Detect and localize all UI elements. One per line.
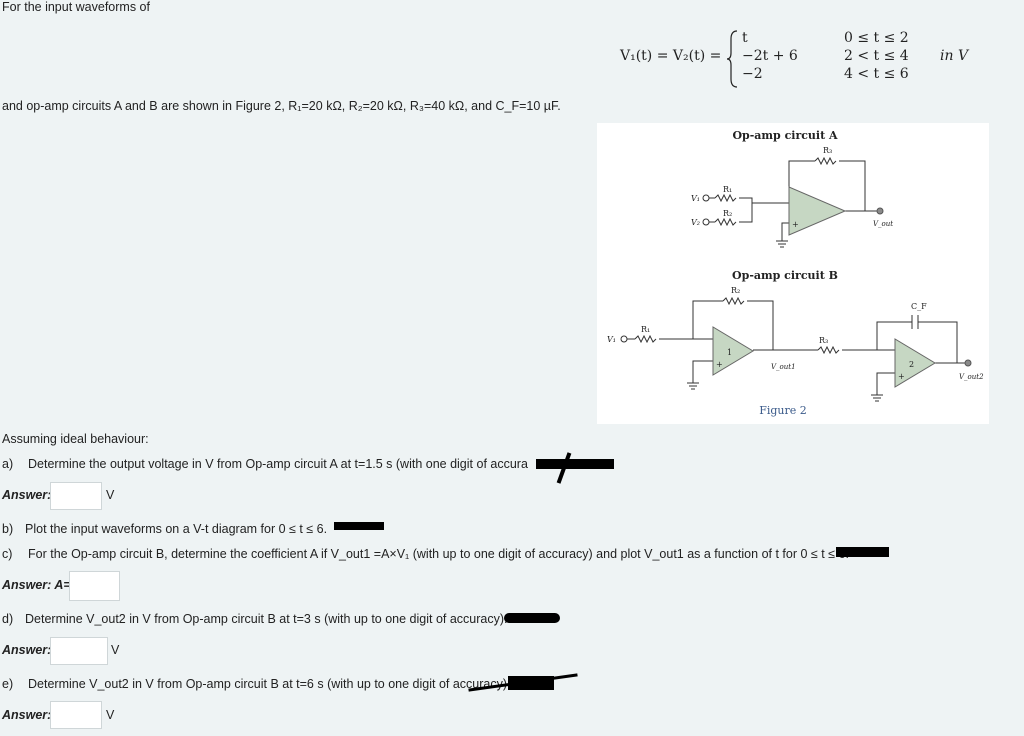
resistor-r1-a [714,193,737,203]
answer-a-label: Answer: [2,488,52,502]
intro-text: For the input waveforms of [2,0,150,14]
question-d-label: d) [2,612,14,626]
equation-case-2: −2t + 6 [742,48,798,64]
answer-e-unit: V [106,708,115,722]
label-v2-a: V₂ [691,218,700,227]
label-r2-a: R₂ [723,209,732,218]
answer-a-input[interactable] [50,482,102,510]
label-v1-b: V₁ [607,335,616,344]
question-c-text: For the Op-amp circuit B, determine the … [28,547,849,561]
equation-condition-1: 0 ≤ t ≤ 2 [844,30,909,46]
terminal-v1-b [620,335,628,343]
opamp-1-icon [712,326,754,376]
redaction-scribble-e [508,676,554,690]
label-r3-a: R₃ [823,146,832,155]
resistor-r3-b [817,345,840,355]
figure-2-schematic: Op-amp circuit A Op-amp circuit B Figure… [607,129,984,417]
answer-d-input[interactable] [50,637,108,665]
equation-case-3: −2 [742,66,763,82]
answer-d-unit: V [111,643,120,657]
label-r2-b: R₂ [731,286,740,295]
answer-d-label: Answer: [2,643,52,657]
terminal-vout-a [876,207,884,215]
terminal-v1-a [702,194,710,202]
question-a-text: Determine the output voltage in V from O… [28,457,528,471]
label-vout2: V_out2 [959,373,984,381]
label-vout1: V_out1 [771,363,796,371]
redaction-scribble-b [334,522,384,530]
figure-2-panel: Op-amp circuit A Op-amp circuit B Figure… [597,123,989,424]
equation-lhs: V₁(t) = V₂(t) = [620,48,722,64]
equation-case-1: t [742,30,748,46]
resistor-r1-b [634,334,657,344]
circuit-parameters-text: and op-amp circuits A and B are shown in… [2,99,561,113]
question-a-label: a) [2,457,14,471]
resistor-r2-a [714,217,737,227]
opamp-a-plus: + [792,220,799,229]
redaction-scribble-c [836,547,889,557]
question-e-text: Determine V_out2 in V from Op-amp circui… [28,677,508,691]
equation-brace [727,30,738,88]
equation-unit: in V [940,48,969,64]
label-v1-a: V₁ [691,194,700,203]
terminal-vout2 [964,359,972,367]
opamp-1-number: 1 [727,348,732,357]
figure-title-a: Op-amp circuit A [732,129,838,142]
question-b-label: b) [2,522,14,536]
label-cf: C_F [911,302,927,311]
figure-title-b: Op-amp circuit B [732,269,838,282]
answer-e-input[interactable] [50,701,102,729]
answer-e-label: Answer: [2,708,52,722]
equation-condition-2: 2 < t ≤ 4 [844,48,909,64]
question-c-label: c) [2,547,13,561]
opamp-a-icon [788,186,847,236]
label-vout-a: V_out [873,220,893,228]
answer-c-input[interactable] [69,571,120,601]
resistor-r3-a [814,156,837,166]
opamp-2-plus: + [898,372,905,381]
assumption-text: Assuming ideal behaviour: [2,432,149,446]
redaction-scribble-d [504,613,560,623]
label-r3-b: R₃ [819,336,828,345]
question-e-label: e) [2,677,14,691]
opamp-2-number: 2 [909,360,914,369]
opamp-1-plus: + [716,360,723,369]
terminal-v2-a [702,218,710,226]
redaction-scribble-a [536,459,614,469]
answer-a-unit: V [106,488,115,502]
label-r1-b: R₁ [641,325,650,334]
capacitor-cf [911,315,919,329]
opamp-2-icon [894,338,936,388]
label-r1-a: R₁ [723,185,732,194]
question-b-text: Plot the input waveforms on a V-t diagra… [25,522,328,536]
answer-c-label: Answer: A= [2,578,71,592]
equation-condition-3: 4 < t ≤ 6 [844,66,909,82]
resistor-r2-b [722,296,745,306]
question-d-text: Determine V_out2 in V from Op-amp circui… [25,612,508,626]
figure-caption: Figure 2 [759,404,807,417]
